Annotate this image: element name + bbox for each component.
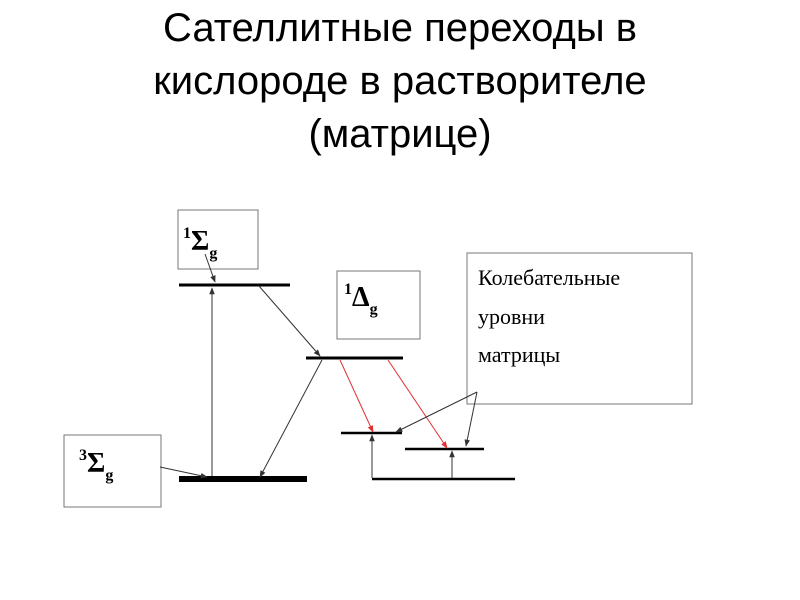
- title-line-2: кислороде в растворителе: [153, 59, 647, 103]
- singlet-delta-label-box: [336, 270, 421, 340]
- singlet-sigma-label-box: [177, 209, 259, 270]
- emission-arrow: [259, 359, 323, 478]
- matrix-levels-note: Колебательные уровни матрицы: [478, 265, 626, 367]
- triplet-sigma-label: 3Σg: [79, 447, 113, 484]
- singlet-delta-label: 1Δg: [344, 281, 378, 318]
- title-line-1: Сателлитные переходы в: [163, 6, 637, 50]
- note-pointer-2: [464, 391, 478, 447]
- slide-title: Сателлитные переходы в кислороде в раств…: [0, 2, 800, 161]
- note-line-2: уровни: [478, 304, 545, 329]
- note-line-1: Колебательные: [478, 265, 620, 290]
- singlet-sigma-pointer: [204, 253, 216, 283]
- singlet-sigma-multiplicity: 1: [183, 225, 191, 242]
- satellite-transition-2: [387, 359, 448, 449]
- singlet-sigma-label: 1Σg: [183, 225, 217, 262]
- singlet-delta-symbol: Δ: [352, 282, 370, 313]
- singlet-sigma-symbol: Σ: [191, 226, 209, 257]
- singlet-delta-multiplicity: 1: [344, 281, 352, 298]
- title-line-3: (матрице): [308, 112, 492, 156]
- triplet-sigma-label-box: [63, 434, 162, 508]
- note-pointer-1: [395, 391, 478, 433]
- triplet-sigma-subscript: g: [105, 467, 113, 484]
- note-line-3: матрицы: [478, 342, 560, 367]
- matrix-levels-note-box: [466, 252, 693, 405]
- relaxation-arrow: [258, 285, 321, 357]
- satellite-transition-1: [339, 359, 374, 433]
- singlet-sigma-subscript: g: [209, 245, 217, 262]
- triplet-sigma-multiplicity: 3: [79, 447, 87, 464]
- triplet-sigma-symbol: Σ: [87, 448, 105, 479]
- triplet-sigma-pointer: [159, 466, 208, 479]
- singlet-delta-subscript: g: [370, 301, 378, 318]
